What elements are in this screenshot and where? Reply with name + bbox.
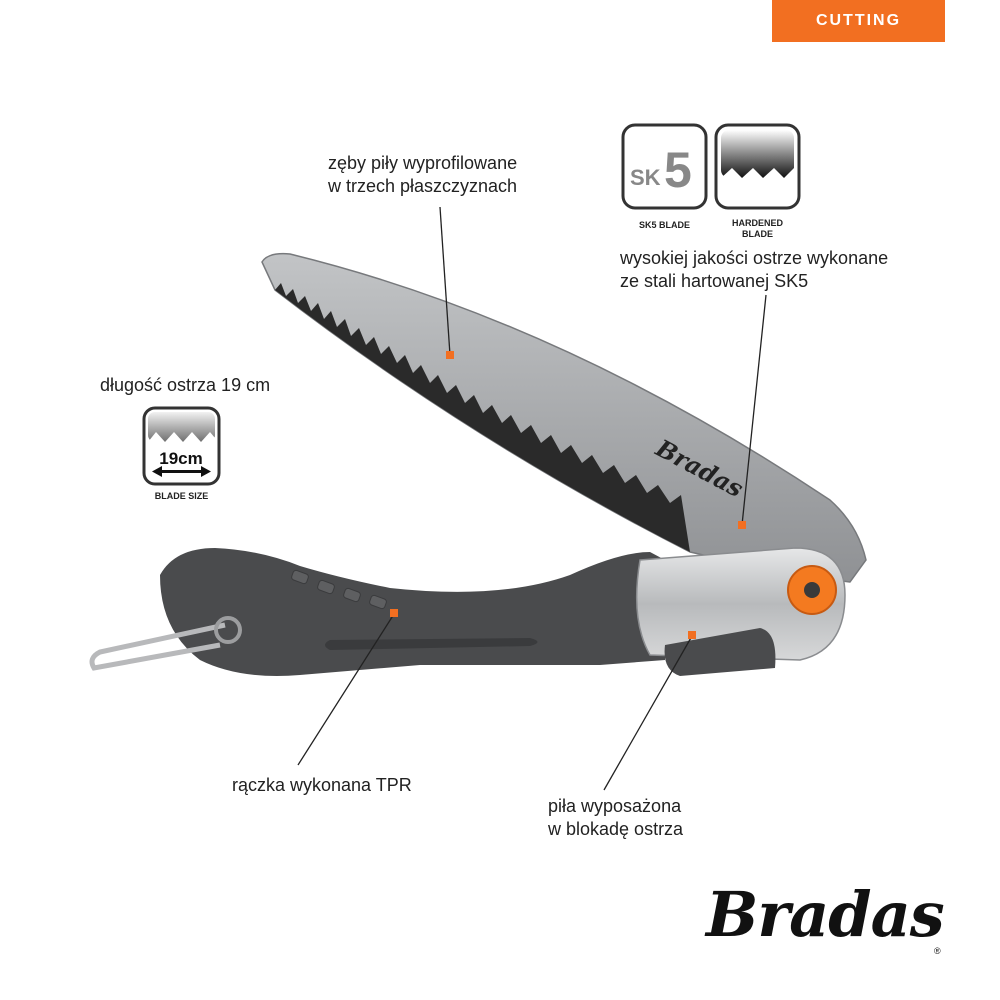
blade-quality-callout-line1: wysokiej jakości ostrze wykonane [620,248,889,268]
blade-quality-callout-line2: ze stali hartowanej SK5 [620,271,809,291]
sk5-badge-label: SK5 BLADE [638,220,690,230]
blade-size-value: 19cm [159,449,202,468]
double-arrow-icon [152,466,211,477]
blade-size-badge: 19cm [142,406,221,486]
blade-length-callout: długość ostrza 19 cm [100,375,271,395]
saw-handle [160,548,665,676]
hardened-badge-label: HARDENED BLADE [716,218,799,240]
brand-logo: Bradas [706,878,945,951]
saw-blade: Bradas [261,252,867,583]
blade-size-badge-label: BLADE SIZE [154,491,209,501]
hardened-badge-label-line1: HARDENED [731,218,783,228]
teeth-callout-line1: zęby piły wyprofilowane [328,153,518,173]
handle-callout: rączka wykonana TPR [232,775,412,795]
lock-callout-line1: piła wyposażona [548,796,682,816]
category-tag: CUTTING [772,0,945,42]
registered-mark: ® [934,946,941,956]
sk5-badge-number: 5 [664,142,692,198]
sk5-badge: SK 5 [621,123,708,210]
hardened-blade-badge [714,123,801,210]
callout-markers [390,351,746,639]
lock-callout-line2: w blokadę ostrza [548,819,684,839]
blade-quality-callout: wysokiej jakości ostrze wykonane ze stal… [620,247,888,293]
teeth-callout: zęby piły wyprofilowane w trzech płaszcz… [328,152,517,198]
sk5-badge-letters: SK [630,165,661,190]
teeth-callout-line2: w trzech płaszczyznach [328,176,518,196]
callout-lines [297,206,767,791]
pivot-knob [787,565,837,615]
hardened-badge-label-line2: BLADE [742,229,773,239]
lock-callout: piła wyposażona w blokadę ostrza [548,795,683,841]
lanyard-ring [89,616,242,671]
